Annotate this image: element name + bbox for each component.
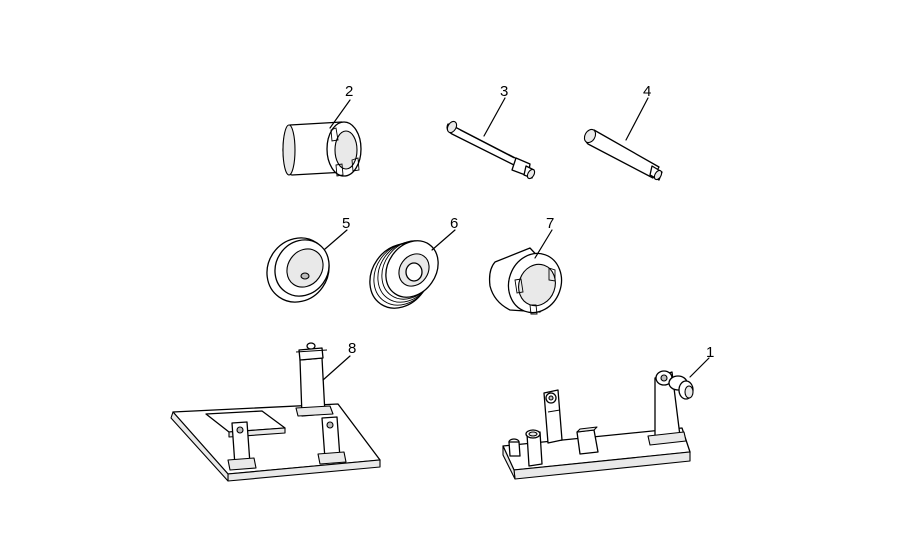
callout-line-7 <box>534 229 553 259</box>
part-4-pin-rod <box>583 128 663 181</box>
callout-number-7: 7 <box>546 215 554 232</box>
part-7-castellated-socket <box>488 247 563 315</box>
callout-number-5: 5 <box>342 215 350 232</box>
part-5-flanged-disc <box>266 237 330 303</box>
callout-number-2: 2 <box>345 83 353 100</box>
callout-line-4 <box>625 97 649 141</box>
callout-number-6: 6 <box>450 215 458 232</box>
part-8-base-plate-fixture <box>170 342 381 482</box>
callout-line-3 <box>483 97 506 137</box>
callout-line-6 <box>431 229 456 251</box>
part-6-grooved-pulley <box>369 240 439 309</box>
callout-number-4: 4 <box>643 83 651 100</box>
callout-line-1 <box>689 357 710 378</box>
callout-line-8 <box>322 355 351 381</box>
part-2-slotted-socket <box>282 121 362 177</box>
part-3-stepped-shaft <box>446 120 536 180</box>
part-1-bench-fixture <box>502 370 694 480</box>
callout-line-5 <box>324 229 348 250</box>
callout-number-3: 3 <box>500 83 508 100</box>
callout-line-2 <box>329 99 351 129</box>
callout-number-1: 1 <box>706 344 714 361</box>
callout-number-8: 8 <box>348 340 356 357</box>
